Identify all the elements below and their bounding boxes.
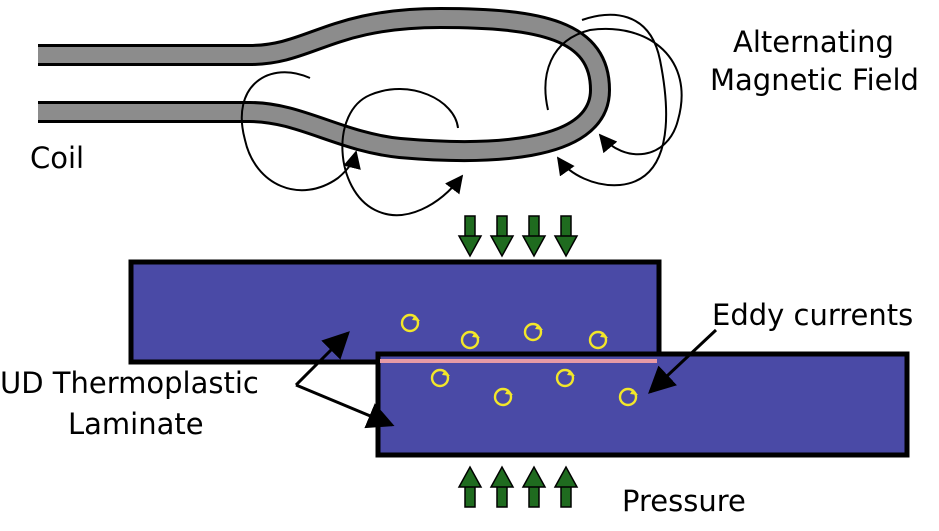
arrow-icon [522, 466, 546, 508]
laminate-label-line2: Laminate [68, 407, 204, 441]
arrow-icon [458, 215, 482, 257]
arrow-icon [554, 466, 578, 508]
leader-arrows [294, 328, 718, 429]
arrow-icon [490, 215, 514, 257]
field-label-line2: Magnetic Field [710, 63, 919, 97]
arrow-icon [458, 466, 482, 508]
laminate-label-line1: UD Thermoplastic [0, 366, 259, 400]
magnetic-field-lines [240, 13, 683, 216]
coil-label: Coil [30, 141, 84, 175]
pressure-arrows-bottom [458, 466, 578, 508]
pressure-arrows-top [458, 215, 578, 257]
pressure-label: Pressure [622, 484, 746, 518]
eddy-currents-label: Eddy currents [712, 298, 913, 332]
lower-laminate [375, 351, 910, 458]
upper-laminate [128, 259, 662, 365]
arrow-icon [522, 215, 546, 257]
field-label-line1: Alternating [733, 25, 894, 59]
coil-shape [38, 7, 611, 163]
arrow-icon [490, 466, 514, 508]
arrow-icon [554, 215, 578, 257]
